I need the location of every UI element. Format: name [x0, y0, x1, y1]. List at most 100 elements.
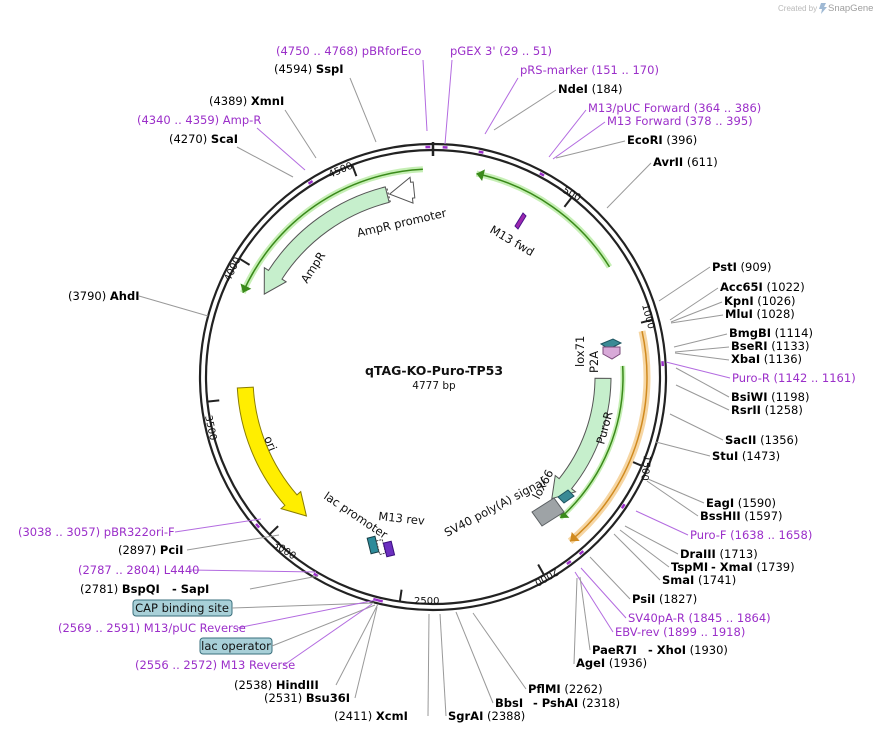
m13puc_fwd-position: (364 .. 386) — [690, 101, 761, 115]
ebvrev-label: EBV-rev (1899 .. 1918) — [615, 625, 745, 639]
m13-fwd-arrow — [514, 212, 527, 230]
tick-3000 — [268, 525, 279, 536]
avrii-name: AvrII — [653, 155, 683, 169]
pshai-position: (2318) — [578, 696, 620, 710]
lac-operator-leader — [271, 604, 376, 647]
paer7i-label: PaeR7I — [592, 643, 637, 657]
smai-label: SmaI (1741) — [662, 573, 736, 587]
psii-leader — [589, 556, 631, 600]
l4440-leader — [189, 569, 317, 573]
sgrai-name: SgrAI — [448, 709, 483, 723]
acc65i-leader — [669, 287, 719, 321]
stui-position: (1473) — [738, 449, 780, 463]
hindiii-leader — [335, 603, 379, 686]
tick-4500 — [351, 164, 358, 177]
tspmi-name: TspMI — [671, 560, 708, 574]
psii-label: PsiI (1827) — [632, 592, 697, 606]
pbr322ori-position: (3038 .. 3057) — [18, 525, 104, 539]
xcmi-position: (2411) — [334, 709, 376, 723]
m13_reverse-label: (2556 .. 2572) M13 Reverse — [135, 658, 295, 672]
pbrforeco-leader — [422, 59, 428, 132]
ahdi-label: (3790) AhdI — [68, 289, 140, 303]
draiii-label: DraIII (1713) — [680, 547, 758, 561]
kpni-position: (1026) — [754, 294, 796, 308]
tick-label-4500: 4500 — [327, 161, 355, 181]
primer-marker-2 — [478, 150, 484, 154]
purof-position: (1638 .. 1658) — [727, 528, 813, 542]
m13-fwd-label: M13 fwd — [488, 222, 537, 259]
ampr_primer-position: (4340 .. 4359) — [137, 113, 223, 127]
pgex3-leader — [444, 59, 453, 145]
m13puc_fwd-name: M13/pUC Forward — [588, 101, 690, 115]
l4440-position: (2787 .. 2804) — [78, 563, 164, 577]
puror_primer-name: Puro-R — [732, 371, 770, 385]
m13_forward-name: M13 Forward — [607, 114, 681, 128]
purof-leader — [635, 510, 689, 536]
bmgbi-label: BmgBI (1114) — [729, 326, 813, 340]
smai-leader — [613, 533, 661, 581]
ebvrev-position: (1899 .. 1918) — [660, 625, 746, 639]
created-by-text: Created by — [778, 4, 817, 13]
pcii-leader — [186, 534, 280, 551]
eagi-position: (1590) — [734, 496, 776, 510]
pflmi-name: PflMI — [528, 682, 561, 696]
mlui-leader — [670, 314, 724, 324]
psii-name: PsiI — [632, 592, 655, 606]
xmni-position: (4389) — [209, 94, 251, 108]
m13puc_fwd-leader — [548, 109, 587, 158]
bmgbi-leader — [673, 333, 728, 348]
m13_forward-position: (378 .. 395) — [681, 114, 752, 128]
m13puc_fwd-label: M13/pUC Forward (364 .. 386) — [588, 101, 761, 115]
m13_forward-leader — [552, 121, 606, 160]
cap-binding-site-box: CAP binding site — [132, 599, 233, 617]
sgrai-position: (2388) — [483, 709, 525, 723]
agei-label: AgeI (1936) — [576, 656, 647, 670]
acc65i-name: Acc65I — [720, 280, 763, 294]
xcmi-name: XcmI — [376, 709, 408, 723]
puror-direction-arc — [559, 365, 624, 519]
psti-label: PstI (909) — [712, 260, 771, 274]
xhoi-name: - XhoI — [648, 643, 686, 657]
sacii-label: SacII (1356) — [725, 433, 798, 447]
cap-binding-site-text: CAP binding site — [135, 601, 229, 615]
purof-label: Puro-F (1638 .. 1658) — [690, 528, 812, 542]
pgex3-position: (29 .. 51) — [496, 44, 553, 58]
prsmarker-leader — [484, 77, 519, 135]
xmni-name: XmnI — [251, 94, 284, 108]
tspmi-label: TspMI — [671, 560, 708, 574]
ampr-arrow — [263, 186, 390, 295]
agei-name: AgeI — [576, 656, 605, 670]
acc65i-label: Acc65I (1022) — [720, 280, 805, 294]
bseri-position: (1133) — [768, 339, 810, 353]
pbr322ori-name: pBR322ori-F — [104, 525, 175, 539]
scai-position: (4270) — [169, 132, 211, 146]
ahdi-leader — [138, 295, 209, 317]
tick-label-2000: 2000 — [532, 565, 560, 587]
xbai-leader — [674, 352, 730, 361]
sspi-leader — [349, 77, 377, 143]
draiii-position: (1713) — [716, 547, 758, 561]
plasmid-length: 4777 bp — [412, 380, 456, 392]
prsmarker-label: pRS-marker (151 .. 170) — [520, 63, 659, 77]
tick-2500 — [398, 589, 403, 602]
ampr-promoter-arrow — [388, 176, 416, 204]
primer-marker-12 — [377, 599, 384, 603]
sspi-name: SspI — [316, 62, 344, 76]
kpni-label: KpnI (1026) — [724, 294, 796, 308]
m13puc_rev-leader — [236, 599, 377, 629]
ahdi-name: AhdI — [110, 289, 140, 303]
ahdi-position: (3790) — [68, 289, 110, 303]
l4440-name: L4440 — [164, 563, 200, 577]
stui-label: StuI (1473) — [712, 449, 780, 463]
acc65i-position: (1022) — [763, 280, 805, 294]
ampr_primer-leader — [256, 127, 306, 171]
pshai-label: - PshAI (2318) — [533, 696, 620, 710]
lox71-label: lox71 — [573, 336, 587, 367]
psti-name: PstI — [712, 260, 737, 274]
xbai-name: XbaI — [731, 352, 760, 366]
p2a-label: P2A — [587, 351, 601, 373]
tick-label-2500: 2500 — [414, 596, 439, 607]
bsu36i-leader — [354, 606, 378, 699]
tick-1000 — [640, 318, 653, 324]
